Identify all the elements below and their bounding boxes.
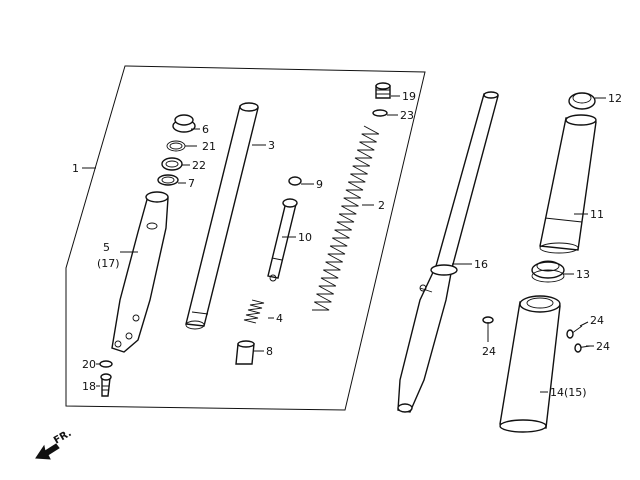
lower-fork-cover-part — [499, 295, 561, 433]
callout-4: 4 — [276, 312, 283, 325]
callout-5: 5 — [103, 241, 110, 254]
callout-22: 22 — [192, 159, 206, 172]
fork-bolt-part — [375, 82, 391, 99]
leader-lines — [82, 95, 606, 393]
fork-slider-part — [111, 191, 169, 353]
callout-11: 11 — [590, 208, 604, 221]
oil-seal-part — [161, 157, 183, 171]
callout-24-upper-right: 24 — [590, 314, 604, 327]
rebound-spring-part — [243, 299, 265, 324]
callout-7: 7 — [188, 177, 195, 190]
socket-bolt-part — [100, 373, 112, 397]
screw-lower-right-part — [574, 343, 591, 353]
front-direction-label: FR. — [52, 428, 74, 447]
fork-assembly-part — [397, 91, 499, 413]
callout-1: 1 — [72, 162, 79, 175]
steering-bearing-lower-part — [531, 260, 565, 283]
callout-12: 12 — [608, 92, 622, 105]
callout-19: 19 — [402, 90, 416, 103]
damper-rod-part — [267, 198, 298, 282]
oil-lock-piece-part — [235, 340, 255, 365]
screw-left-part — [482, 316, 494, 330]
callout-8: 8 — [266, 345, 273, 358]
front-arrow-icon — [35, 443, 60, 460]
front-direction-indicator: FR. — [35, 428, 74, 460]
o-ring-part — [372, 109, 388, 117]
callout-13: 13 — [576, 268, 590, 281]
callout-6: 6 — [202, 123, 209, 136]
callout-24-lower-right: 24 — [596, 340, 610, 353]
callout-9: 9 — [316, 178, 323, 191]
fork-spring-part — [312, 125, 380, 311]
stopper-ring-part — [166, 140, 186, 152]
callout-5-alt: (17) — [97, 257, 120, 270]
dust-seal-part — [172, 114, 196, 133]
fork-cover-part — [539, 114, 597, 254]
sealing-washer-part — [99, 360, 113, 368]
callout-24-left: 24 — [482, 345, 496, 358]
callout-20: 20 — [82, 358, 96, 371]
callout-18: 18 — [82, 380, 96, 393]
piston-ring-part — [288, 176, 302, 186]
callout-23: 23 — [400, 109, 414, 122]
steering-bearing-upper-part — [568, 92, 596, 110]
screw-upper-right-part — [566, 325, 583, 339]
callout-2: 2 — [378, 199, 385, 212]
callout-21: 21 — [202, 140, 216, 153]
back-up-ring-part — [157, 174, 179, 186]
assembly-frame — [65, 65, 426, 411]
callout-10: 10 — [298, 231, 312, 244]
callout-14: 14(15) — [550, 386, 587, 399]
callout-16: 16 — [474, 258, 488, 271]
fork-pipe-part — [185, 102, 259, 330]
callout-3: 3 — [268, 139, 275, 152]
